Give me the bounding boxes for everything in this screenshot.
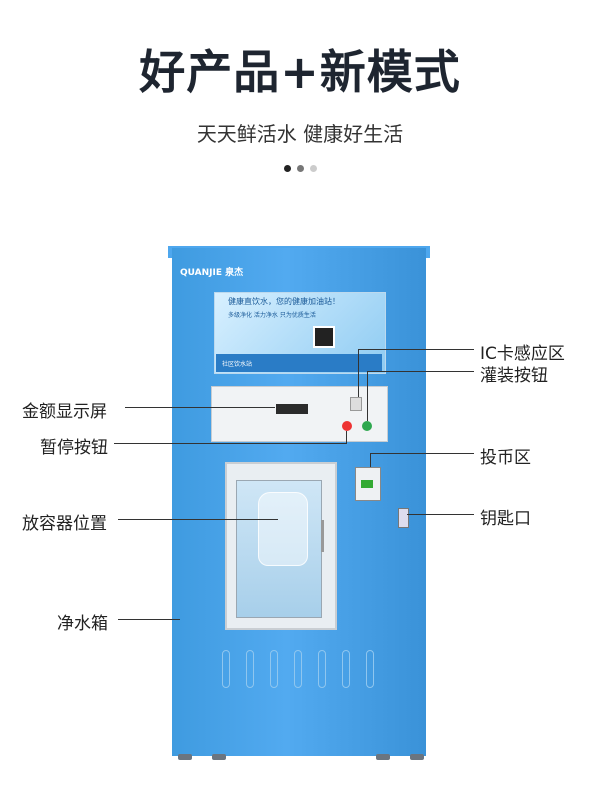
carousel-dots [0, 165, 600, 172]
poster-headline: 健康直饮水，您的健康加油站！ [228, 297, 340, 306]
vent-slot [270, 650, 278, 688]
machine-foot [212, 754, 226, 760]
key-lock[interactable] [398, 508, 409, 528]
water-jug-icon [258, 492, 308, 566]
machine-foot [410, 754, 424, 760]
carousel-dot-3[interactable] [309, 165, 317, 172]
vent-slot [366, 650, 374, 688]
ic-card-reader[interactable] [350, 397, 362, 411]
callout-line-coin [370, 453, 474, 454]
callout-line-amount [125, 407, 275, 408]
label-container-position: 放容器位置 [22, 514, 107, 534]
machine-foot [178, 754, 192, 760]
machine-brand: QUANJIE 泉杰 [180, 268, 244, 278]
poster-tagline: 多级净化 活力净水 只为优质生活 [228, 312, 316, 319]
callout-line-coin-drop [370, 453, 371, 467]
callout-line-pause [114, 443, 347, 444]
label-water-tank: 净水箱 [57, 614, 108, 634]
callout-line-ic-drop [358, 349, 359, 397]
vent-slot [294, 650, 302, 688]
vent-slot [342, 650, 350, 688]
label-fill-button: 灌装按钮 [480, 366, 548, 386]
carousel-dot-2[interactable] [296, 165, 304, 172]
label-pause-button: 暂停按钮 [40, 438, 108, 458]
page-subtitle: 天天鲜活水 健康好生活 [196, 122, 404, 146]
page-title: 好产品+新模式 [139, 45, 461, 99]
callout-line-fill-drop [367, 371, 368, 421]
qr-code-icon [313, 326, 335, 348]
carousel-dot-1[interactable] [283, 165, 291, 172]
callout-line-key [407, 514, 474, 515]
vent-grille [222, 650, 374, 688]
label-amount-display: 金额显示屏 [22, 402, 107, 422]
callout-line-container [118, 519, 278, 520]
vent-slot [318, 650, 326, 688]
pause-button[interactable] [342, 421, 352, 431]
machine-foot [376, 754, 390, 760]
amount-display-screen [276, 404, 308, 414]
door-handle[interactable] [321, 520, 324, 552]
poster-footer-bar [216, 354, 382, 372]
callout-line-fill [367, 371, 474, 372]
coin-slot-icon [361, 480, 373, 488]
control-panel [211, 386, 388, 442]
callout-line-ic [358, 349, 474, 350]
label-ic-card-area: IC卡感应区 [480, 344, 565, 364]
callout-line-tank [118, 619, 180, 620]
label-key-hole: 钥匙口 [480, 509, 531, 529]
callout-line-pause-drop [346, 431, 347, 444]
poster-footer-text: 社区饮水站 [222, 361, 253, 368]
label-coin-area: 投币区 [480, 448, 531, 468]
fill-button[interactable] [362, 421, 372, 431]
vent-slot [246, 650, 254, 688]
vent-slot [222, 650, 230, 688]
